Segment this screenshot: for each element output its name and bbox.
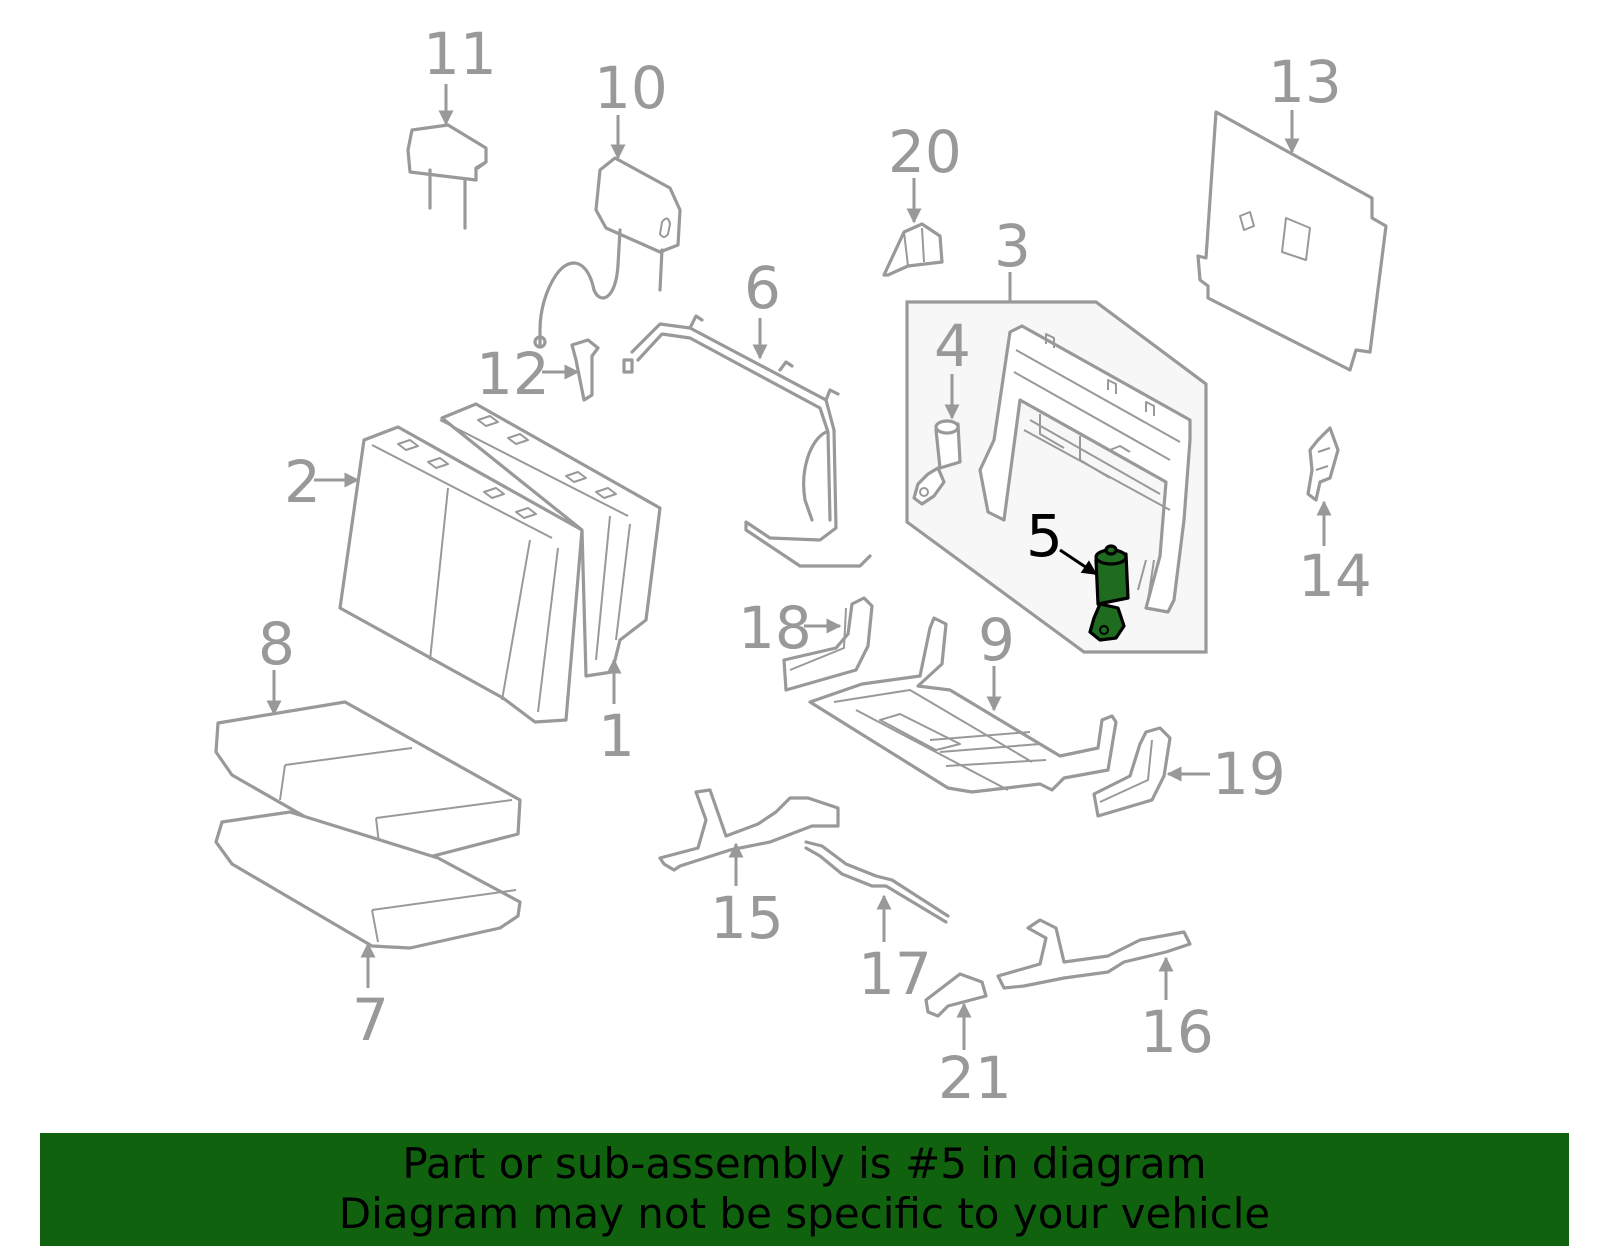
callout-21: 21 <box>938 1044 1012 1112</box>
callout-9: 9 <box>978 606 1015 674</box>
motor-4 <box>912 419 962 506</box>
cover-20 <box>882 222 944 277</box>
trim-19 <box>1092 726 1172 818</box>
rail-15 <box>658 788 840 872</box>
panel-13 <box>1196 110 1388 372</box>
callout-13: 13 <box>1268 48 1342 116</box>
clip-12 <box>570 338 600 402</box>
callout-4: 4 <box>934 312 971 380</box>
headrest-10 <box>533 156 682 349</box>
seat-back-2 <box>338 402 662 724</box>
headrest-11 <box>406 123 488 230</box>
block-21 <box>924 972 988 1018</box>
frame-6 <box>622 314 872 568</box>
callout-8: 8 <box>258 610 295 678</box>
motor-5-highlighted <box>1088 544 1130 642</box>
callout-19: 19 <box>1212 740 1286 808</box>
callouts: 11 10 20 13 3 6 12 4 2 5 14 18 9 8 1 19 … <box>258 20 1372 1112</box>
clip-14 <box>1306 426 1340 502</box>
callout-3: 3 <box>994 212 1031 280</box>
rod-17 <box>804 840 950 924</box>
callout-7: 7 <box>352 986 389 1054</box>
callout-16: 16 <box>1140 998 1214 1066</box>
callout-1: 1 <box>598 702 635 770</box>
banner-line-1: Part or sub-assembly is #5 in diagram <box>402 1139 1207 1188</box>
frame-9 <box>808 616 1118 794</box>
callout-6: 6 <box>744 254 781 322</box>
parts-diagram: 11 10 20 13 3 6 12 4 2 5 14 18 9 8 1 19 … <box>214 20 1388 1112</box>
callout-12: 12 <box>476 340 550 408</box>
callout-15: 15 <box>710 884 784 952</box>
callout-14: 14 <box>1298 542 1372 610</box>
cushion-7 <box>214 810 522 950</box>
assembly-3 <box>905 300 1208 654</box>
trim-18 <box>782 596 874 692</box>
info-banner: Part or sub-assembly is #5 in diagram Di… <box>40 1133 1569 1246</box>
callout-11: 11 <box>423 20 497 88</box>
banner-line-2: Diagram may not be specific to your vehi… <box>338 1189 1271 1238</box>
callout-18: 18 <box>738 594 812 662</box>
callout-5: 5 <box>1026 502 1063 570</box>
callout-10: 10 <box>594 54 668 122</box>
rail-16 <box>996 918 1192 990</box>
callout-2: 2 <box>284 448 321 516</box>
callout-17: 17 <box>858 940 932 1008</box>
leader-lines <box>266 84 1332 1050</box>
callout-20: 20 <box>888 118 962 186</box>
